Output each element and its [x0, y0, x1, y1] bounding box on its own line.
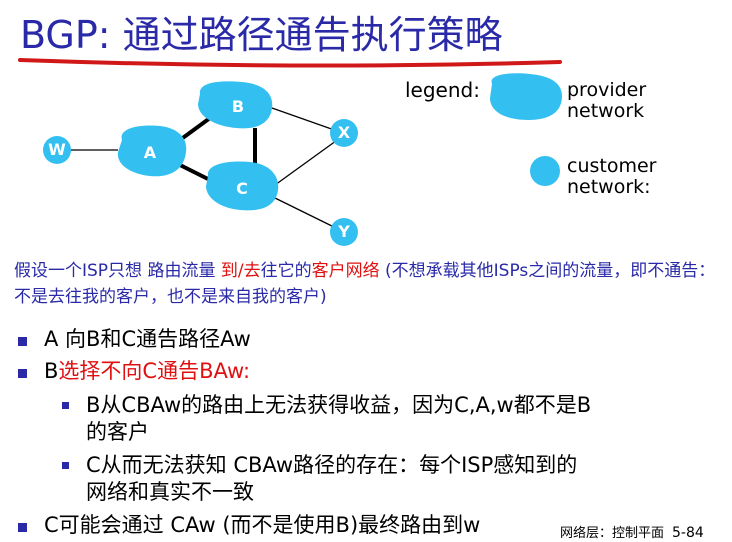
link-b-x: [271, 107, 341, 133]
slide-footer: 网络层：控制平面 5-84: [560, 522, 704, 541]
footer-text: 网络层：控制平面: [560, 526, 665, 541]
intro-part2: 到/去: [220, 261, 261, 281]
customer-network-y: [330, 218, 358, 246]
legend-provider-text: provider network: [567, 80, 646, 122]
node-label-a: A: [144, 143, 157, 162]
legend-customer-line2: network:: [567, 176, 651, 198]
bullet-1: A 向B和C通告路径Aw: [44, 327, 251, 351]
legend-provider-line1: provider: [567, 79, 647, 101]
title-underline: [18, 58, 562, 68]
bullet-2-prefix: B: [44, 359, 59, 383]
provider-network-b: [198, 81, 273, 129]
bullet-2: B选择不向C通告BAw:: [44, 358, 250, 385]
link-c-y: [274, 197, 341, 231]
sub-bullet-marker: [62, 402, 69, 409]
sub-bullet-2-line1: C从而无法获知 CBAw路径的存在：每个ISP感知到的: [86, 453, 578, 477]
bullet-2-red: 选择不向C通告BAw:: [58, 359, 251, 383]
link-a-c: [179, 163, 211, 182]
provider-network-a: [117, 125, 187, 177]
legend-label: legend:: [405, 78, 480, 102]
page-number: 5-84: [672, 525, 704, 541]
intro-paragraph: 假设一个ISP只想 路由流量 到/去往它的客户网络 (不想承载其他ISPs之间的…: [14, 258, 724, 310]
sub-bullet-2-line2: 网络和真实不一致: [86, 480, 254, 504]
intro-part3: 往它的: [260, 261, 312, 281]
sub-bullet-1-line2: 的客户: [86, 420, 149, 444]
node-label-w: W: [48, 140, 66, 159]
legend-customer-text: customer network:: [567, 156, 656, 198]
node-label-b: B: [232, 97, 244, 116]
legend-provider-line2: network: [567, 100, 645, 122]
link-a-b: [178, 116, 212, 142]
bullet-3: C可能会通过 CAw (而不是使用B)最终路由到w: [44, 513, 481, 537]
legend-customer-line1: customer: [567, 155, 657, 177]
bullet-marker: [18, 337, 27, 346]
bullet-marker: [18, 523, 27, 532]
legend-provider-shape: [490, 73, 562, 120]
sub-bullet-1-line1: B从CBAw的路由上无法获得收益，因为C,A,w都不是B: [86, 393, 592, 417]
intro-part5: (不想承载其他ISPs之间的流量，即不通告：不是去往我的客户，也不是来自我的客户…: [14, 261, 716, 307]
intro-part4: 客户网络: [311, 261, 380, 281]
network-diagram: A B C W X Y: [43, 73, 562, 246]
provider-network-c: [206, 161, 279, 211]
node-label-x: X: [338, 123, 351, 142]
sub-bullet-1: B从CBAw的路由上无法获得收益，因为C,A,w都不是B 的客户: [86, 392, 591, 446]
link-c-x: [274, 137, 341, 186]
bullet-marker: [18, 369, 27, 378]
node-label-c: C: [236, 179, 248, 198]
customer-network-x: [330, 119, 358, 147]
sub-bullet-2: C从而无法获知 CBAw路径的存在：每个ISP感知到的 网络和真实不一致: [86, 452, 577, 506]
sub-bullet-marker: [62, 462, 69, 469]
intro-part1: 假设一个ISP只想 路由流量: [14, 261, 221, 281]
legend-customer-shape: [530, 156, 560, 186]
customer-network-w: [43, 136, 71, 164]
node-label-y: Y: [337, 222, 350, 241]
page-title: BGP: 通过路径通告执行策略: [20, 13, 503, 57]
